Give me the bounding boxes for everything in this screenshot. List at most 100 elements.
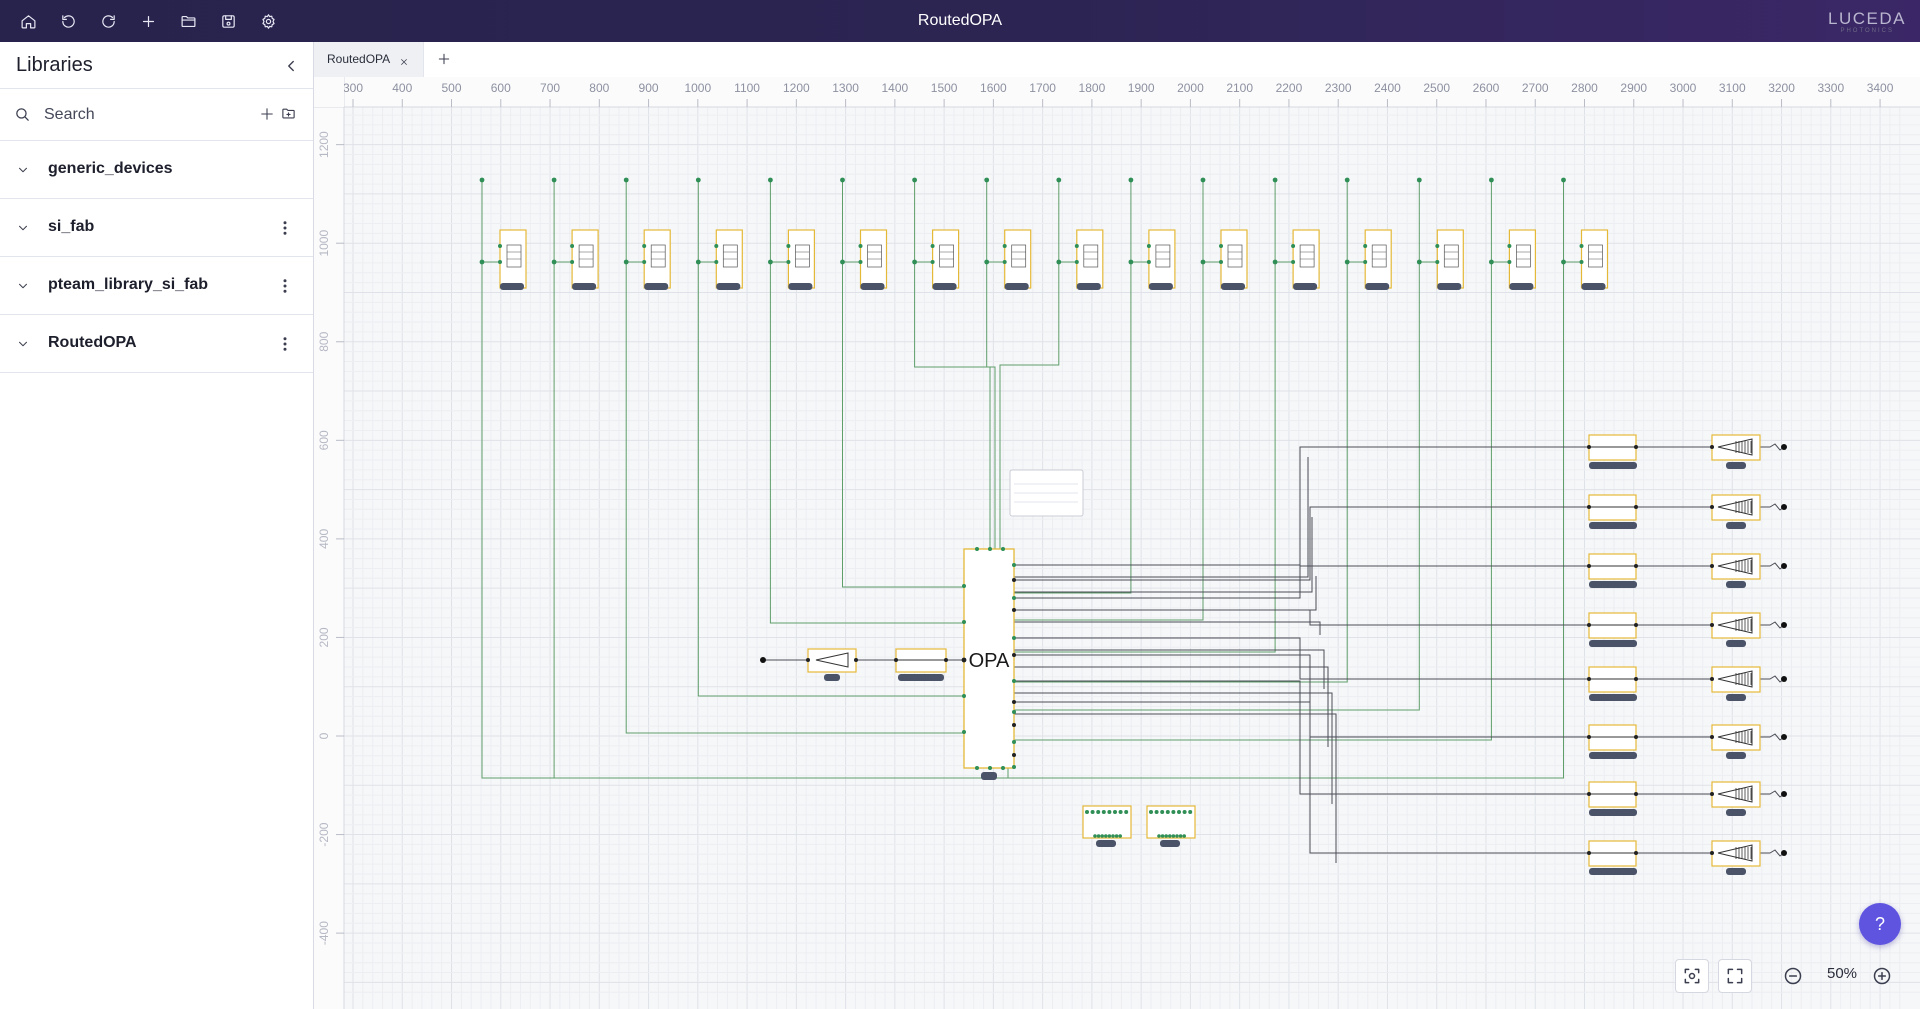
more-options-icon[interactable]	[276, 276, 294, 296]
fullscreen-button[interactable]	[1718, 959, 1752, 993]
collapse-sidebar-icon[interactable]	[282, 57, 300, 75]
port-node	[1587, 792, 1591, 796]
left-ruler	[314, 77, 344, 1009]
port-node	[1012, 765, 1016, 769]
chevron-down-icon[interactable]	[16, 279, 30, 293]
heater-grid	[1155, 244, 1171, 268]
undo-icon[interactable]	[56, 9, 80, 33]
sidebar-title: Libraries	[16, 54, 93, 76]
port-node	[1160, 834, 1165, 838]
heater-grid	[795, 244, 810, 268]
port-node	[714, 260, 719, 264]
zoom-out-button[interactable]	[1776, 959, 1810, 993]
port-node	[1587, 564, 1591, 568]
close-icon[interactable]	[399, 54, 409, 65]
port-node	[944, 658, 948, 662]
help-button[interactable]: ?	[1859, 903, 1901, 945]
heater-grid	[1011, 244, 1027, 268]
more-options-icon[interactable]	[276, 334, 294, 354]
help-label: ?	[1874, 913, 1885, 934]
port-node	[1001, 766, 1005, 770]
port-node	[1710, 792, 1714, 796]
port-node	[1128, 177, 1134, 183]
wire	[1014, 654, 1589, 738]
luceda-logo: LUCEDA	[1828, 9, 1906, 28]
chevron-down-icon[interactable]	[16, 163, 30, 177]
instance-label	[1160, 840, 1180, 847]
luceda-logo-subtitle: PHOTONICS	[1840, 28, 1894, 34]
port-node	[1111, 834, 1115, 838]
more-options-icon[interactable]	[276, 218, 294, 238]
ruler-x-label: 900	[639, 81, 659, 95]
gear-icon[interactable]	[256, 9, 280, 33]
library-item-routedopa[interactable]: RoutedOPA	[0, 315, 313, 373]
port-node	[1634, 735, 1638, 739]
port-node	[786, 260, 791, 264]
port-node	[1363, 260, 1368, 264]
port-node	[1012, 723, 1016, 727]
add-tab-icon[interactable]	[437, 52, 451, 66]
port-node	[1781, 850, 1787, 856]
canvas-background	[344, 107, 1920, 1009]
port-node	[1096, 834, 1101, 838]
port-node	[1489, 177, 1494, 183]
wire	[842, 262, 964, 588]
search-input[interactable]	[44, 101, 244, 129]
instance-layer: OPA	[479, 177, 1787, 875]
port-node	[1101, 810, 1106, 814]
ruler-x-label: 600	[491, 81, 511, 95]
chevron-down-icon[interactable]	[16, 337, 30, 351]
wire	[1760, 675, 1785, 683]
port-node	[1200, 259, 1206, 265]
ruler-x-label: 3300	[1817, 81, 1844, 95]
wire	[1014, 262, 1348, 683]
port-node	[1012, 710, 1016, 714]
grating-taper	[1717, 438, 1753, 456]
library-item-si-fab[interactable]: si_fab	[0, 199, 313, 257]
tab-routedopa[interactable]: RoutedOPA	[314, 42, 424, 77]
library-item-generic-devices[interactable]: generic_devices	[0, 141, 313, 199]
redo-icon[interactable]	[96, 9, 120, 33]
ruler-x-label: 1900	[1128, 81, 1155, 95]
port-node	[1012, 636, 1016, 640]
port-node	[912, 177, 917, 183]
ruler-y-label: 600	[317, 430, 331, 450]
port-node	[1710, 735, 1714, 739]
save-icon[interactable]	[216, 9, 240, 33]
library-item-pteam-library-si-fab[interactable]: pteam_library_si_fab	[0, 257, 313, 315]
port-node	[1093, 834, 1097, 838]
add-folder-icon[interactable]	[281, 106, 296, 121]
library-search	[0, 89, 313, 141]
library-name: pteam_library_si_fab	[48, 276, 209, 293]
ruler-x-label: 1100	[734, 81, 760, 95]
port-node	[1056, 259, 1062, 265]
zoom-in-button[interactable]	[1865, 959, 1899, 993]
instance-label	[1589, 809, 1637, 816]
ruler-x-label: 3200	[1768, 81, 1795, 95]
port-node	[1344, 177, 1350, 183]
port-node	[1165, 810, 1170, 814]
ruler-y-label: -200	[317, 822, 331, 846]
fit-view-button[interactable]	[1675, 959, 1709, 993]
instance-label	[1221, 283, 1245, 290]
grating-taper	[815, 652, 849, 668]
plus-icon[interactable]	[136, 9, 160, 33]
port-node	[1177, 810, 1181, 814]
port-node	[1168, 834, 1172, 838]
port-node	[1587, 623, 1591, 627]
ruler-x-label: 1700	[1029, 81, 1056, 95]
port-node	[1507, 244, 1512, 248]
folder-icon[interactable]	[176, 9, 200, 33]
heater-grid	[939, 244, 954, 268]
home-icon[interactable]	[16, 9, 40, 33]
instance-label	[981, 772, 997, 780]
chevron-down-icon[interactable]	[16, 221, 30, 235]
port-node	[1291, 244, 1296, 248]
port-node	[1118, 810, 1123, 814]
add-library-icon[interactable]	[260, 107, 274, 121]
ruler-x-label: 2100	[1226, 81, 1253, 95]
port-node	[988, 766, 992, 770]
instance-label	[572, 283, 597, 290]
